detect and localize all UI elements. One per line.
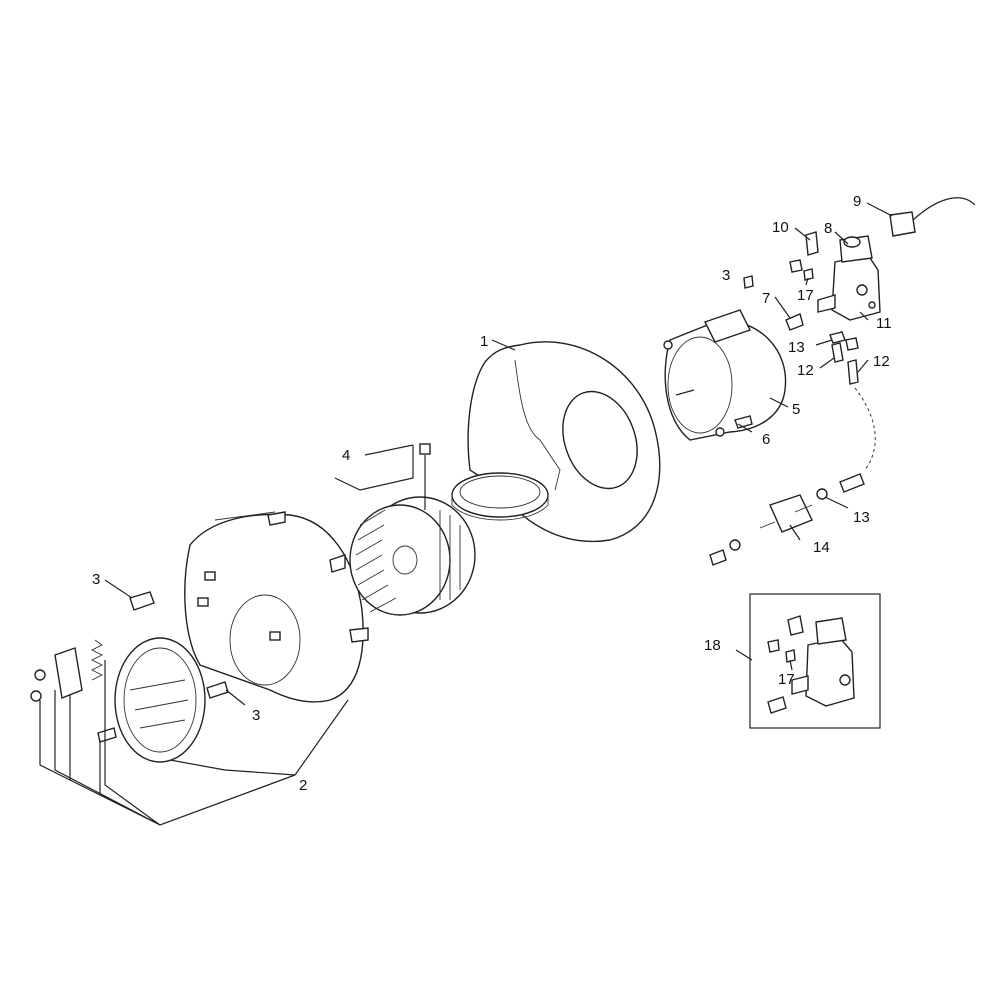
callout-17-kit: 17 <box>778 671 795 688</box>
callout-4: 4 <box>342 447 350 464</box>
callout-3-left: 3 <box>92 571 100 588</box>
leader-lines <box>39 202 893 826</box>
callout-9: 9 <box>853 193 861 210</box>
part-4-fan-wheel <box>349 443 476 616</box>
callout-12-left: 12 <box>797 362 814 379</box>
part-18-pump-kit <box>749 593 881 729</box>
callout-6: 6 <box>762 431 770 448</box>
callout-8: 8 <box>824 220 832 237</box>
callout-12-right: 12 <box>873 353 890 370</box>
callout-3-right: 3 <box>722 267 730 284</box>
callout-2: 2 <box>299 777 307 794</box>
callout-3-center: 3 <box>252 707 260 724</box>
callout-7: 7 <box>762 290 770 307</box>
callout-13-upper: 13 <box>788 339 805 356</box>
callout-13-lower: 13 <box>853 509 870 526</box>
callout-18: 18 <box>704 637 721 654</box>
callout-17-upper: 17 <box>797 287 814 304</box>
fittings <box>30 231 876 743</box>
part-9-cable-plug <box>889 197 976 237</box>
part-2-inlet-cover <box>54 511 369 763</box>
callout-11: 11 <box>876 315 892 332</box>
callout-labels: 1 2 3 3 3 4 5 6 7 8 9 10 11 12 12 13 13 … <box>92 193 892 794</box>
callout-10: 10 <box>772 219 789 236</box>
callout-5: 5 <box>792 401 800 418</box>
part-5-motor <box>663 309 787 441</box>
callout-14: 14 <box>813 539 830 556</box>
callout-1: 1 <box>480 333 488 350</box>
part-8-oil-pump <box>817 235 881 321</box>
part-1-fan-housing <box>451 341 661 542</box>
